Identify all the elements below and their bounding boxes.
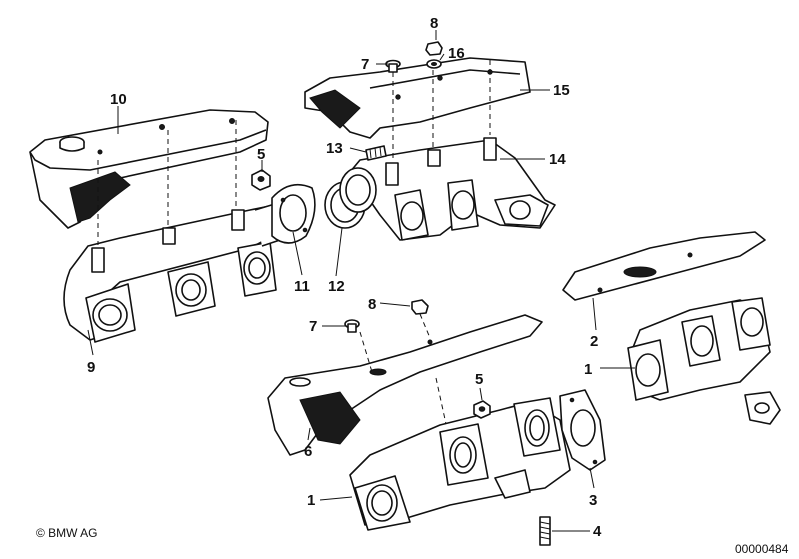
callout-7-bottom: 7 [309, 318, 317, 335]
nut-bottom [473, 400, 491, 419]
callout-14: 14 [549, 151, 566, 168]
assembly-lines [97, 60, 491, 425]
flange-gasket [271, 183, 316, 244]
leader-lines [87, 30, 635, 532]
exhaust-manifold-rear [339, 137, 556, 241]
callout-16: 16 [448, 45, 465, 62]
callout-11: 11 [294, 278, 310, 295]
bolt-bottom [344, 319, 360, 333]
callout-8-top: 8 [430, 15, 438, 32]
callout-12: 12 [328, 278, 345, 295]
callout-labels: 10 5 8 7 16 15 13 14 11 12 9 2 1 8 7 5 6… [87, 15, 602, 540]
heat-shield-bottom [267, 314, 543, 456]
callout-6: 6 [304, 443, 312, 460]
washer-16 [426, 59, 442, 69]
callout-4: 4 [593, 523, 602, 540]
callout-2: 2 [590, 333, 598, 350]
screw-8-bottom [411, 299, 429, 315]
callout-1-bottom: 1 [307, 492, 315, 509]
callout-15: 15 [553, 82, 570, 99]
bolt-top [385, 59, 401, 73]
copyright-label: © BMW AG [36, 526, 98, 540]
callout-10: 10 [110, 91, 127, 108]
callout-1-right: 1 [584, 361, 592, 378]
callout-5-top: 5 [257, 146, 265, 163]
gasket-bottom [559, 389, 606, 471]
heat-shield-small [562, 231, 766, 301]
exhaust-manifold-right [627, 297, 781, 425]
nut-top [251, 169, 271, 191]
callout-13: 13 [326, 140, 343, 157]
stud-4 [539, 516, 551, 546]
stud-13 [365, 145, 387, 161]
callout-8-bottom: 8 [368, 296, 376, 313]
diagram-number: 00000484 [735, 542, 789, 556]
screw-8-top [425, 41, 443, 56]
heat-shield-front [29, 109, 269, 229]
callout-7-top: 7 [361, 56, 369, 73]
heat-shield-rear [304, 57, 531, 139]
callout-9: 9 [87, 359, 95, 376]
callout-5-bottom: 5 [475, 371, 483, 388]
callout-3: 3 [589, 492, 597, 509]
exhaust-manifold-front [63, 199, 301, 343]
exhaust-manifold-bottom [349, 397, 571, 531]
